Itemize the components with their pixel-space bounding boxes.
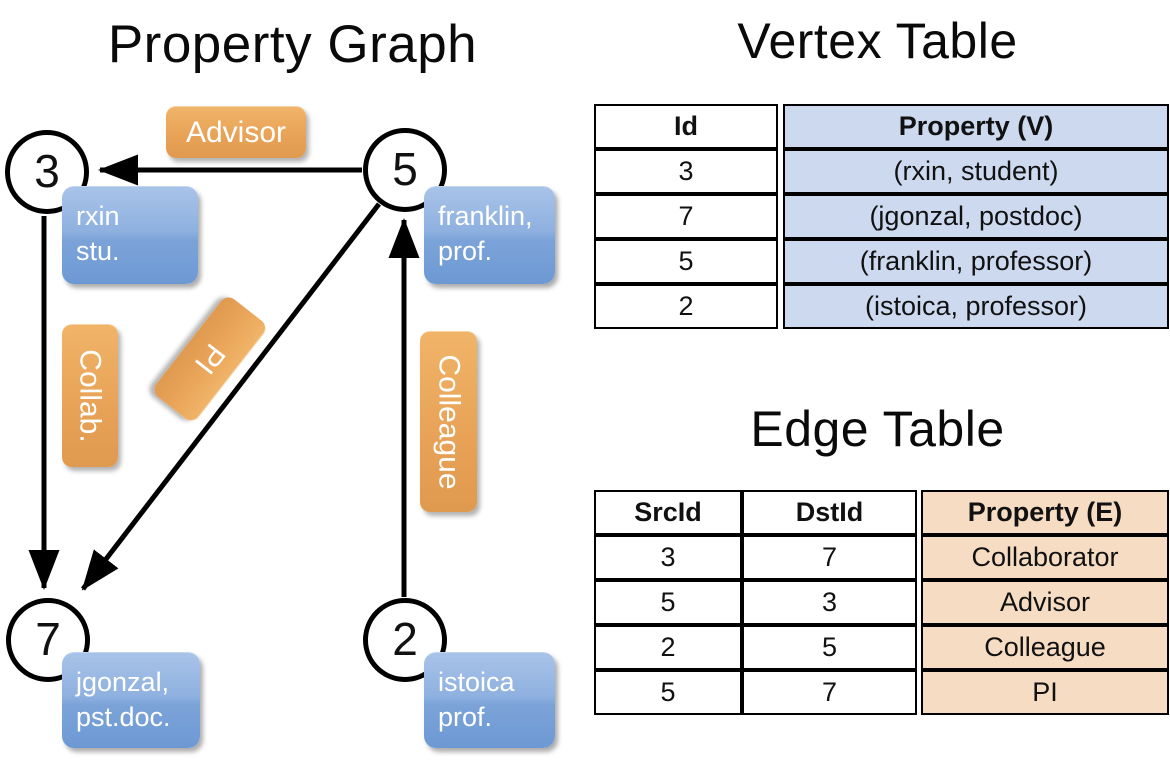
edge-label-advisor[interactable]: Advisor [166,106,306,158]
table-row: (jgonzal, postdoc) [783,194,1169,239]
vertex-table-id-column: Id 3 7 5 2 [594,104,778,329]
vertex-table-cell-id: 5 [594,239,778,284]
table-row: 7 [742,535,917,580]
node-property-box-2-line2: prof. [438,701,493,732]
vertex-table-header-property: Property (V) [783,104,1169,149]
node-property-box-7[interactable]: jgonzal, pst.doc. [62,652,200,748]
node-property-box-5-line2: prof. [438,235,493,266]
table-row: 7 [594,194,778,239]
table-header-row: Property (V) [783,104,1169,149]
node-property-box-7-line2: pst.doc. [76,701,171,732]
table-row: (istoica, professor) [783,284,1169,329]
edge-table-cell-srcid: 2 [594,625,742,670]
vertex-table-cell-property: (istoica, professor) [783,284,1169,329]
edge-label-colleague-text: Colleague [432,354,466,490]
node-property-box-5[interactable]: franklin, prof. [424,186,555,284]
node-property-box-5-line1: franklin, [438,201,533,231]
vertex-table-cell-id: 7 [594,194,778,239]
graph-node-3-label: 3 [34,145,60,197]
graph-node-2-label: 2 [392,613,418,665]
edge-label-pi-text: PI [188,337,232,381]
table-row: 3 [742,580,917,625]
edge-table-cell-property: Advisor [921,580,1169,625]
table-row: PI [921,670,1169,715]
table-row: Advisor [921,580,1169,625]
graph-edges-canvas [28,154,420,597]
page-title-edge-table: Edge Table [750,401,1005,457]
table-row: 7 [742,670,917,715]
edge-table-header-srcid: SrcId [594,490,742,535]
table-row: 2 [594,284,778,329]
node-property-box-2-line1: istoica [438,667,515,697]
page-title-property-graph: Property Graph [107,15,478,74]
edge-label-collab[interactable]: Collab. [62,324,118,467]
edge-table-cell-property: PI [921,670,1169,715]
vertex-table-header-id: Id [594,104,778,149]
edge-table-cell-dstid: 7 [742,670,917,715]
vertex-table-cell-id: 2 [594,284,778,329]
edge-table-cell-dstid: 3 [742,580,917,625]
node-property-box-3-line2: stu. [76,235,120,266]
table-header-row: Property (E) [921,490,1169,535]
edge-table-dstid-column: DstId 7 3 5 7 [742,490,917,715]
node-property-box-3[interactable]: rxin stu. [62,186,198,284]
edge-table-property-column: Property (E) Collaborator Advisor Collea… [921,490,1169,715]
table-row: 5 [594,239,778,284]
vertex-table-cell-property: (jgonzal, postdoc) [783,194,1169,239]
edge-table-cell-dstid: 7 [742,535,917,580]
edge-label-colleague[interactable]: Colleague [420,331,477,512]
edge-label-advisor-text: Advisor [185,115,287,149]
table-row: Colleague [921,625,1169,670]
edge-table-header-property: Property (E) [921,490,1169,535]
node-property-box-7-line1: jgonzal, [76,667,170,697]
vertex-table-property-column: Property (V) (rxin, student) (jgonzal, p… [783,104,1169,329]
vertex-table-cell-property: (franklin, professor) [783,239,1169,284]
graph-node-2[interactable]: 2 [363,598,447,682]
graph-edge-pi [81,202,381,591]
node-property-box-2[interactable]: istoica prof. [424,652,555,748]
graph-node-5[interactable]: 5 [363,128,447,212]
table-header-row: SrcId [594,490,742,535]
table-row: 5 [742,625,917,670]
node-property-box-3-line1: rxin [76,201,120,231]
table-row: 2 [594,625,742,670]
table-header-row: Id [594,104,778,149]
edge-table-cell-property: Colleague [921,625,1169,670]
table-row: Collaborator [921,535,1169,580]
edge-table-cell-srcid: 5 [594,580,742,625]
edge-table-cell-dstid: 5 [742,625,917,670]
table-row: 5 [594,670,742,715]
table-row: 5 [594,580,742,625]
vertex-table-cell-property: (rxin, student) [783,149,1169,194]
table-header-row: DstId [742,490,917,535]
table-row: 3 [594,535,742,580]
graph-node-5-label: 5 [392,143,418,195]
table-row: (rxin, student) [783,149,1169,194]
vertex-table-cell-id: 3 [594,149,778,194]
edge-label-collab-text: Collab. [74,349,108,443]
edge-table-cell-srcid: 3 [594,535,742,580]
graph-node-7-label: 7 [35,613,61,665]
edge-table-cell-srcid: 5 [594,670,742,715]
table-row: 3 [594,149,778,194]
edge-table-cell-property: Collaborator [921,535,1169,580]
edge-table-header-dstid: DstId [742,490,917,535]
edge-table-srcid-column: SrcId 3 5 2 5 [594,490,742,715]
table-row: (franklin, professor) [783,239,1169,284]
page-title-vertex-table: Vertex Table [737,13,1018,69]
